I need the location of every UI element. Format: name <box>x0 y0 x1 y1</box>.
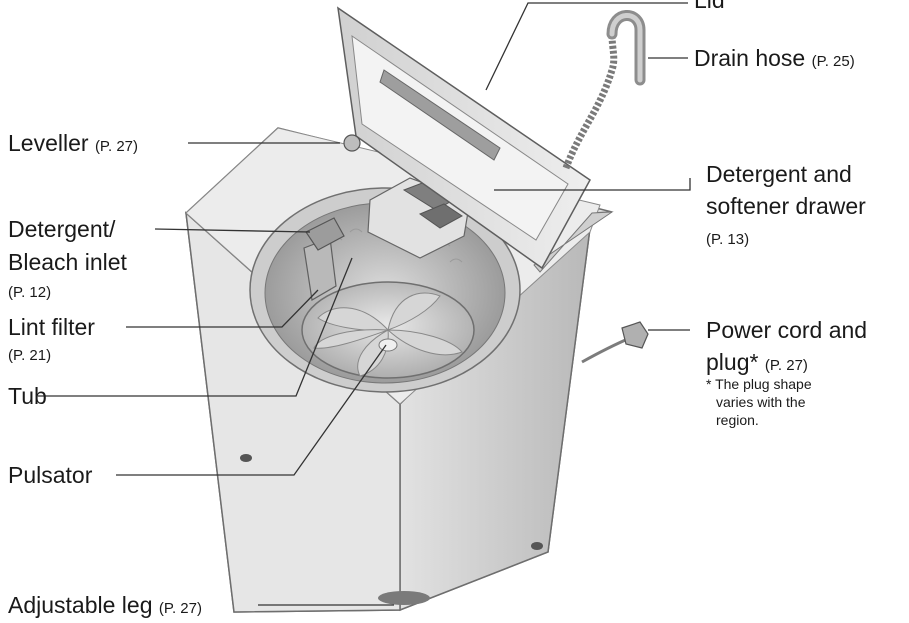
adjustable-leg-page-ref: (P. 27) <box>158 600 202 617</box>
pulsator-shape <box>301 281 475 379</box>
power-plug-shape <box>581 321 649 364</box>
detergent-inlet-leader <box>154 228 311 233</box>
lint-filter-leader <box>126 289 319 328</box>
lid-leader <box>485 2 688 91</box>
footnote-line2: varies with the <box>716 394 806 410</box>
detergent-inlet-shape <box>305 217 345 251</box>
tub-leader <box>38 257 353 397</box>
tub-shape <box>249 187 521 393</box>
power-cord-text-line2: plug* <box>706 349 759 375</box>
lid-label: Lid <box>694 0 725 13</box>
leveller-page-ref: (P. 27) <box>94 138 139 155</box>
pulsator-leader <box>116 344 387 476</box>
tub-label: Tub <box>8 383 47 409</box>
leader-lines <box>38 2 691 606</box>
drain-hose-page-ref: (P. 25) <box>811 53 855 70</box>
drain-hose-label: Drain hose (P. 25) <box>694 44 855 76</box>
footnote-line3: region. <box>716 412 759 428</box>
detergent-inlet-label-line1: Detergent/ <box>8 216 116 242</box>
detergent-drawer-label-line1: Detergent and <box>706 161 852 187</box>
lint-filter-label: Lint filter <box>8 314 95 340</box>
lid-shape <box>337 6 591 270</box>
leveller-label: Leveller (P. 27) <box>8 129 138 161</box>
drain-hose-shape <box>562 10 646 170</box>
leveller-shape <box>343 134 361 152</box>
pulsator-label: Pulsator <box>8 462 93 488</box>
adjustable-leg-text: Adjustable leg <box>8 592 153 618</box>
power-cord-label-line2: plug* (P. 27) <box>706 348 808 380</box>
adjustable-leg-shape <box>378 591 430 605</box>
power-cord-label-line1: Power cord and <box>706 317 868 343</box>
detergent-drawer-leader <box>494 178 691 191</box>
footnote-line1: * The plug shape <box>706 376 812 392</box>
lint-filter-page-ref: (P. 21) <box>8 347 52 364</box>
detergent-drawer-label-line2: softener drawer <box>706 193 866 219</box>
drain-hose-text: Drain hose <box>694 45 806 71</box>
detergent-inlet-label-line2: Bleach inlet <box>8 249 127 275</box>
leveller-text: Leveller <box>8 130 89 156</box>
detergent-inlet-page-ref: (P. 12) <box>8 284 52 301</box>
adjustable-leg-label: Adjustable leg (P. 27) <box>8 591 202 623</box>
detergent-drawer-page-ref: (P. 13) <box>706 231 750 248</box>
power-cord-page-ref: (P. 27) <box>764 357 808 374</box>
